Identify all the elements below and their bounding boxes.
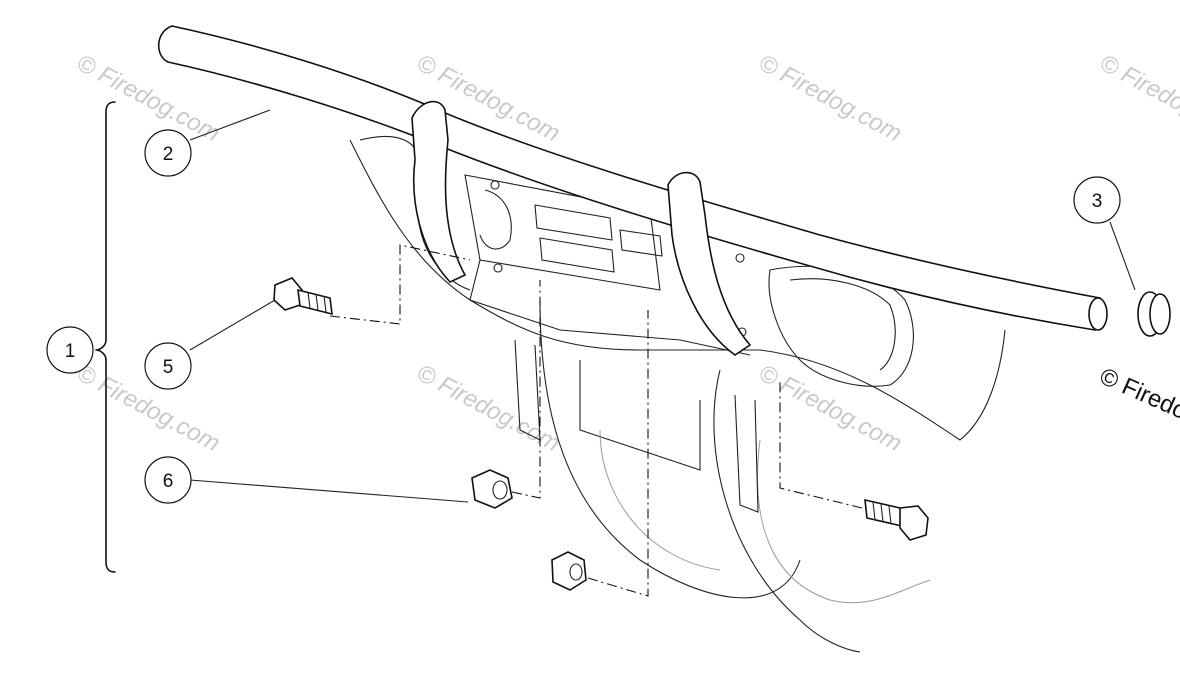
- flange-bolt-left: [273, 277, 333, 316]
- bumper-bracket-left: [411, 100, 467, 283]
- flange-nut-lower: [551, 551, 587, 591]
- watermark-7: © Firedog.com: [754, 359, 906, 457]
- callout-5-label: 5: [163, 357, 174, 378]
- watermarks: © Firedog.com © Firedog.com © Firedog.co…: [72, 49, 1180, 457]
- copyright-text: © Firedo: [1096, 363, 1180, 425]
- callout-1: 1: [46, 326, 94, 374]
- callout-3: 3: [1073, 176, 1121, 224]
- watermark-4: © Firedog.com: [1095, 49, 1180, 147]
- callout-1-label: 1: [65, 341, 76, 362]
- callout-2: 2: [144, 129, 192, 177]
- bumper-tube: [157, 25, 1108, 331]
- leader-lines: [95, 101, 1136, 573]
- callout-5: 5: [144, 342, 192, 390]
- callout-2-label: 2: [163, 144, 174, 165]
- flange-nut-upper: [471, 469, 513, 509]
- callout-3-label: 3: [1092, 191, 1103, 212]
- watermark-6: © Firedog.com: [412, 359, 564, 457]
- bumper-bracket-right: [667, 171, 752, 356]
- watermark-3: © Firedog.com: [754, 49, 906, 147]
- alignment-lines: [329, 244, 863, 597]
- callout-6: 6: [144, 456, 192, 504]
- end-cap: [1137, 291, 1171, 337]
- callout-6-label: 6: [163, 471, 174, 492]
- flange-bolt-right: [864, 498, 929, 541]
